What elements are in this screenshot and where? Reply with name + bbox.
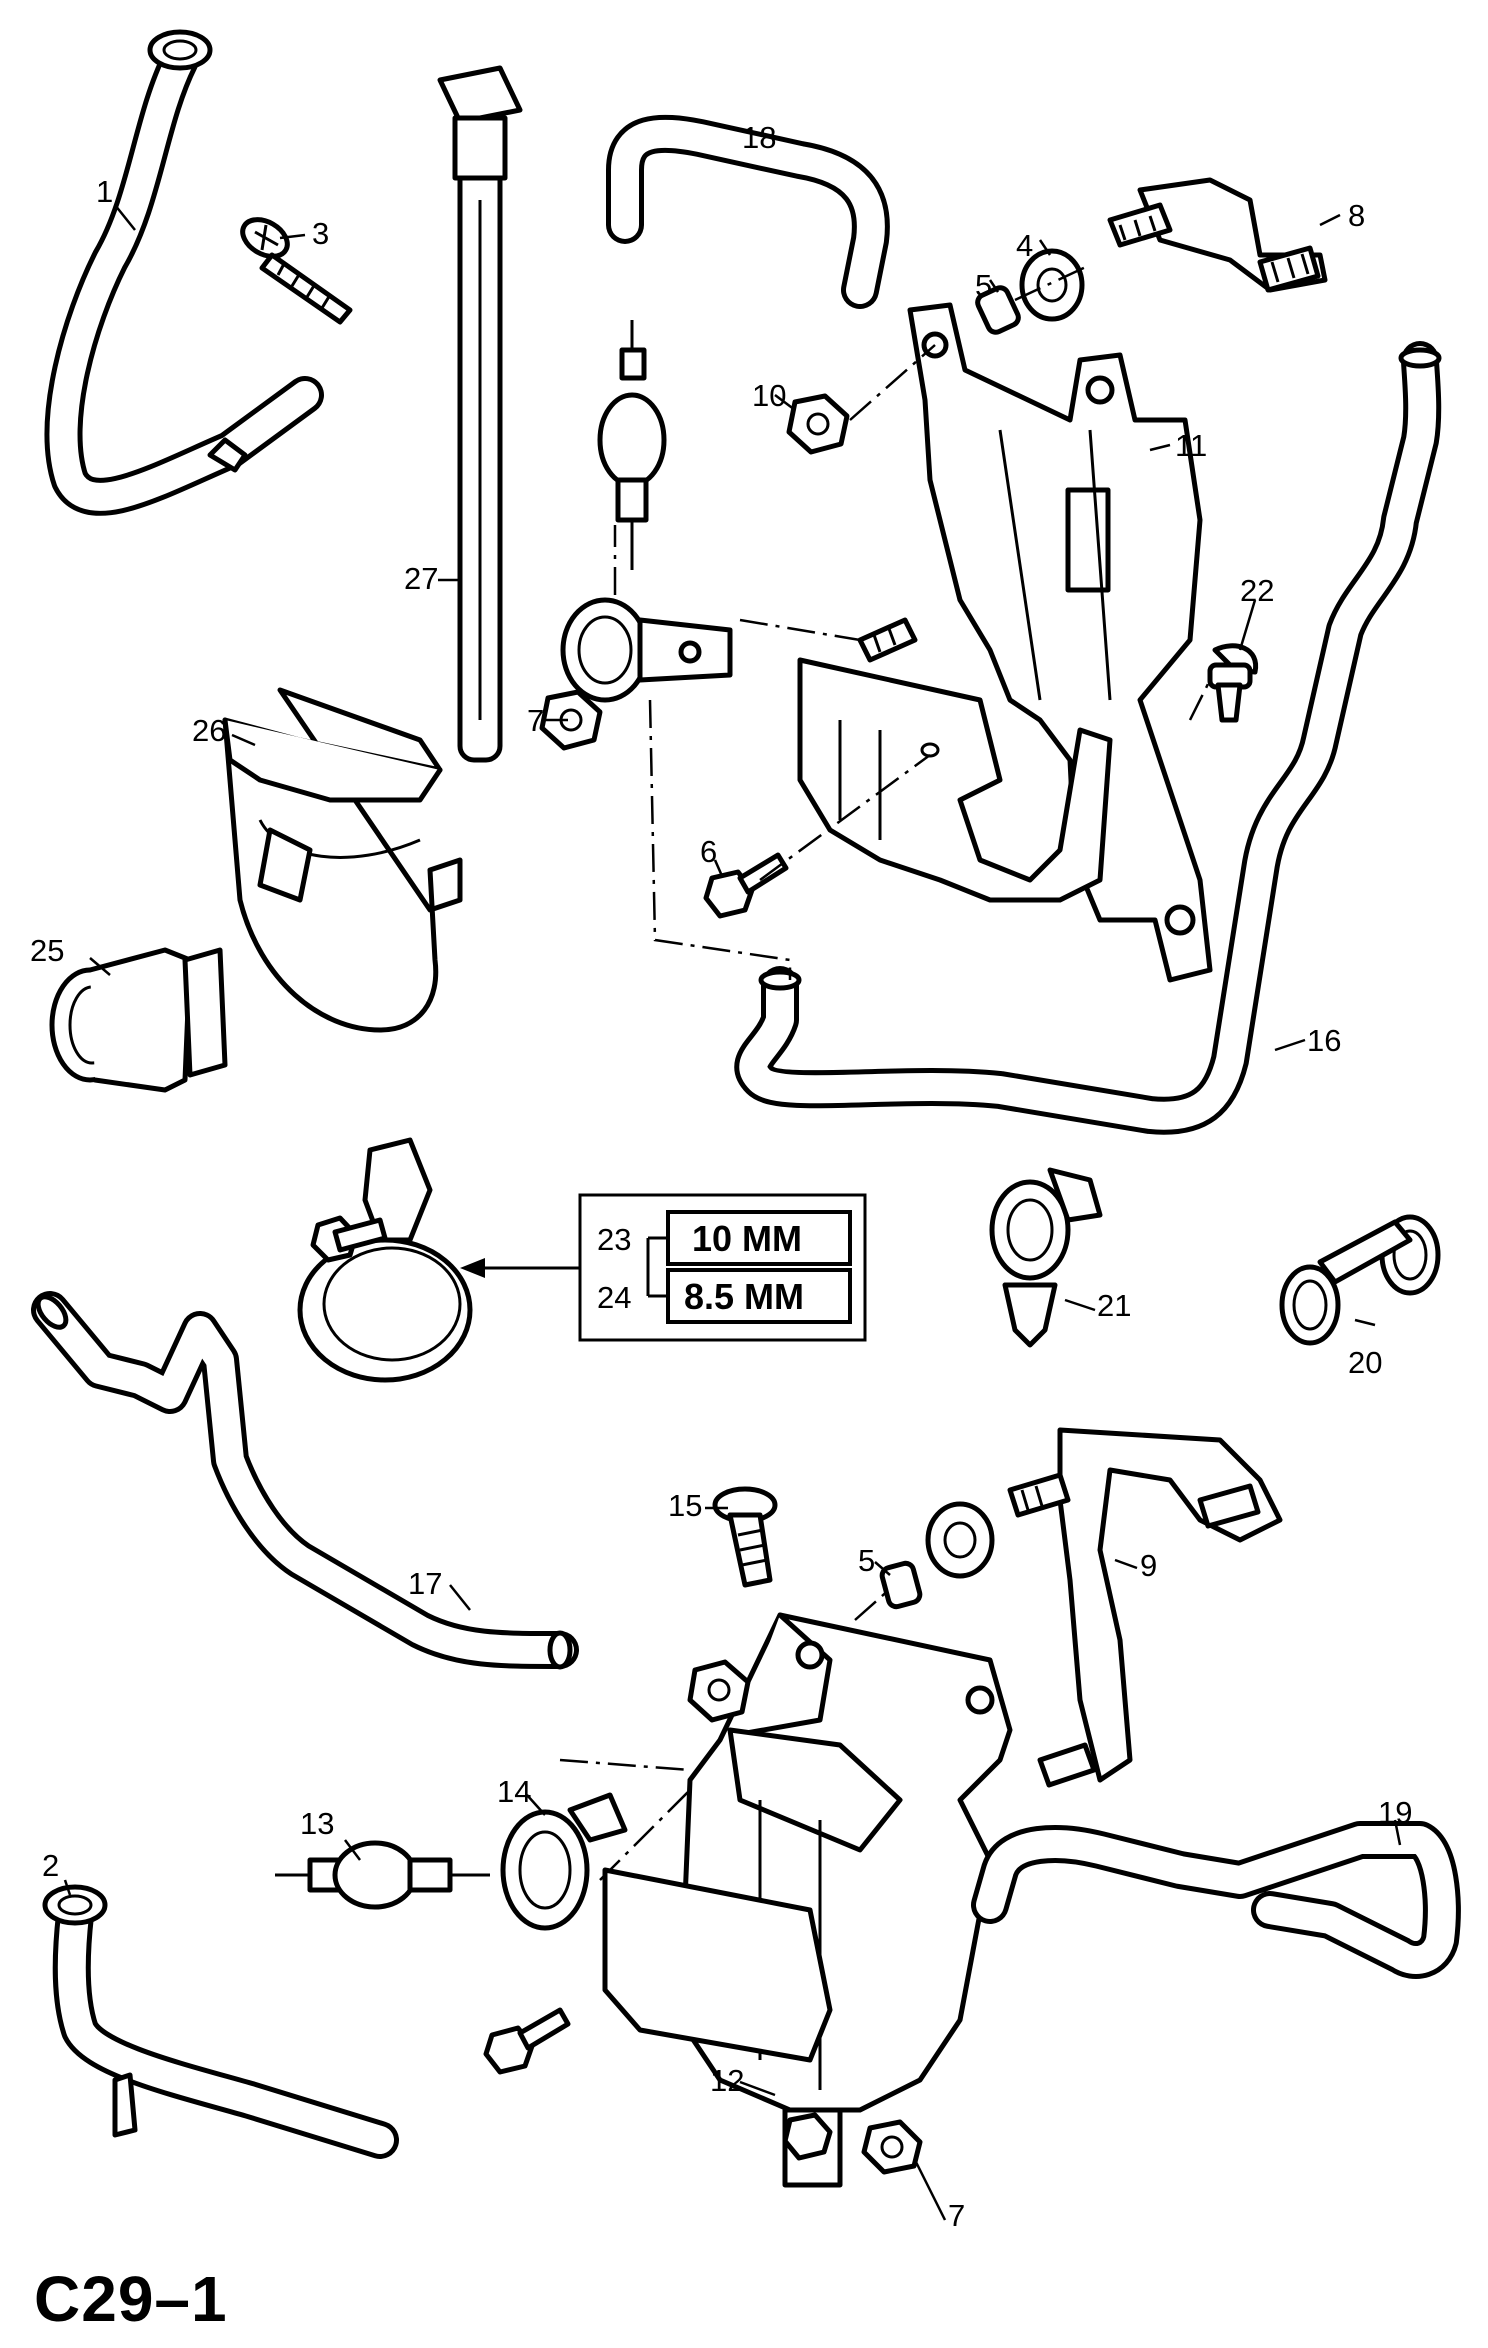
part-27-cable-tie bbox=[437, 65, 523, 763]
callout-1: 1 bbox=[96, 174, 114, 209]
callout-11: 11 bbox=[1175, 428, 1208, 463]
stud-upper bbox=[857, 617, 918, 663]
part-10-nut bbox=[786, 393, 850, 455]
callout-7-upper: 7 bbox=[527, 703, 545, 738]
part-1-pipe bbox=[44, 29, 324, 516]
callout-21: 21 bbox=[1097, 1288, 1132, 1323]
bolt-lower bbox=[483, 2007, 571, 2075]
part-9-bracket bbox=[1007, 1427, 1283, 1788]
callout-19: 19 bbox=[1378, 1795, 1413, 1830]
size-label-10mm: 10 MM bbox=[692, 1218, 803, 1259]
part-4-grommet bbox=[1019, 248, 1085, 322]
hose-clamp-upper bbox=[560, 597, 733, 703]
callout-15: 15 bbox=[668, 1488, 703, 1523]
callout-2: 2 bbox=[42, 1848, 60, 1883]
callout-17: 17 bbox=[408, 1566, 443, 1601]
part-11-canister-bracket bbox=[907, 302, 1213, 983]
diagram-id: C29–1 bbox=[34, 2263, 228, 2335]
part-26-holder-bracket bbox=[222, 687, 463, 1033]
assembly-leader-lines bbox=[559, 263, 1212, 1881]
part-20-clips bbox=[1279, 1214, 1441, 1346]
canister-upper bbox=[797, 657, 1113, 903]
part-13-inline-filter bbox=[275, 1840, 490, 1910]
callout-3: 3 bbox=[312, 216, 330, 251]
part-21-clip bbox=[989, 1167, 1103, 1348]
part-12-canister-assembly bbox=[602, 1612, 1013, 2188]
nut-lower-12 bbox=[782, 2112, 923, 2175]
callout-12: 12 bbox=[710, 2063, 745, 2098]
part-2-pipe bbox=[42, 1884, 399, 2159]
callout-13: 13 bbox=[300, 1806, 335, 1841]
part-19-hose bbox=[971, 1821, 1461, 1979]
callout-20: 20 bbox=[1348, 1345, 1383, 1380]
callout-16: 16 bbox=[1307, 1023, 1342, 1058]
callout-9: 9 bbox=[1140, 1548, 1158, 1583]
callout-5-lower: 5 bbox=[858, 1543, 876, 1578]
inline-fuel-filter bbox=[597, 320, 667, 570]
size-label-8-5mm: 8.5 MM bbox=[684, 1276, 805, 1317]
callout-4: 4 bbox=[1016, 228, 1034, 263]
size-table-frame bbox=[460, 1193, 867, 1342]
callout-14: 14 bbox=[497, 1774, 532, 1809]
callout-18: 18 bbox=[742, 120, 777, 155]
part-6-bolt bbox=[703, 852, 789, 919]
callout-26: 26 bbox=[192, 713, 227, 748]
part-18-hose bbox=[606, 114, 890, 309]
part-22-clip bbox=[1207, 643, 1259, 723]
part-23-24-hose-clamp bbox=[297, 1137, 473, 1383]
part-3-screw bbox=[240, 217, 353, 325]
callout-10: 10 bbox=[752, 378, 787, 413]
callout-leaders bbox=[63, 204, 1402, 2221]
part-5-bushing-upper bbox=[975, 285, 1021, 335]
part-17-pipe bbox=[31, 1291, 579, 1670]
part-8-bracket bbox=[1107, 177, 1328, 293]
callout-6: 6 bbox=[700, 834, 718, 869]
callout-27: 27 bbox=[404, 561, 439, 596]
grommet-lower bbox=[925, 1501, 995, 1579]
part-15-bolt bbox=[712, 1486, 778, 1588]
nut-lower-15 bbox=[687, 1659, 751, 1723]
callout-8: 8 bbox=[1348, 198, 1366, 233]
callout-24: 24 bbox=[597, 1280, 632, 1315]
part-5-bushing-lower bbox=[879, 1560, 923, 1610]
callout-23: 23 bbox=[597, 1222, 632, 1257]
callout-7-lower: 7 bbox=[948, 2198, 966, 2233]
part-25-grommet bbox=[49, 947, 228, 1093]
part-14-clamp bbox=[500, 1792, 628, 1931]
callout-22: 22 bbox=[1240, 573, 1275, 608]
callout-5-upper: 5 bbox=[975, 268, 993, 303]
callout-25: 25 bbox=[30, 933, 65, 968]
